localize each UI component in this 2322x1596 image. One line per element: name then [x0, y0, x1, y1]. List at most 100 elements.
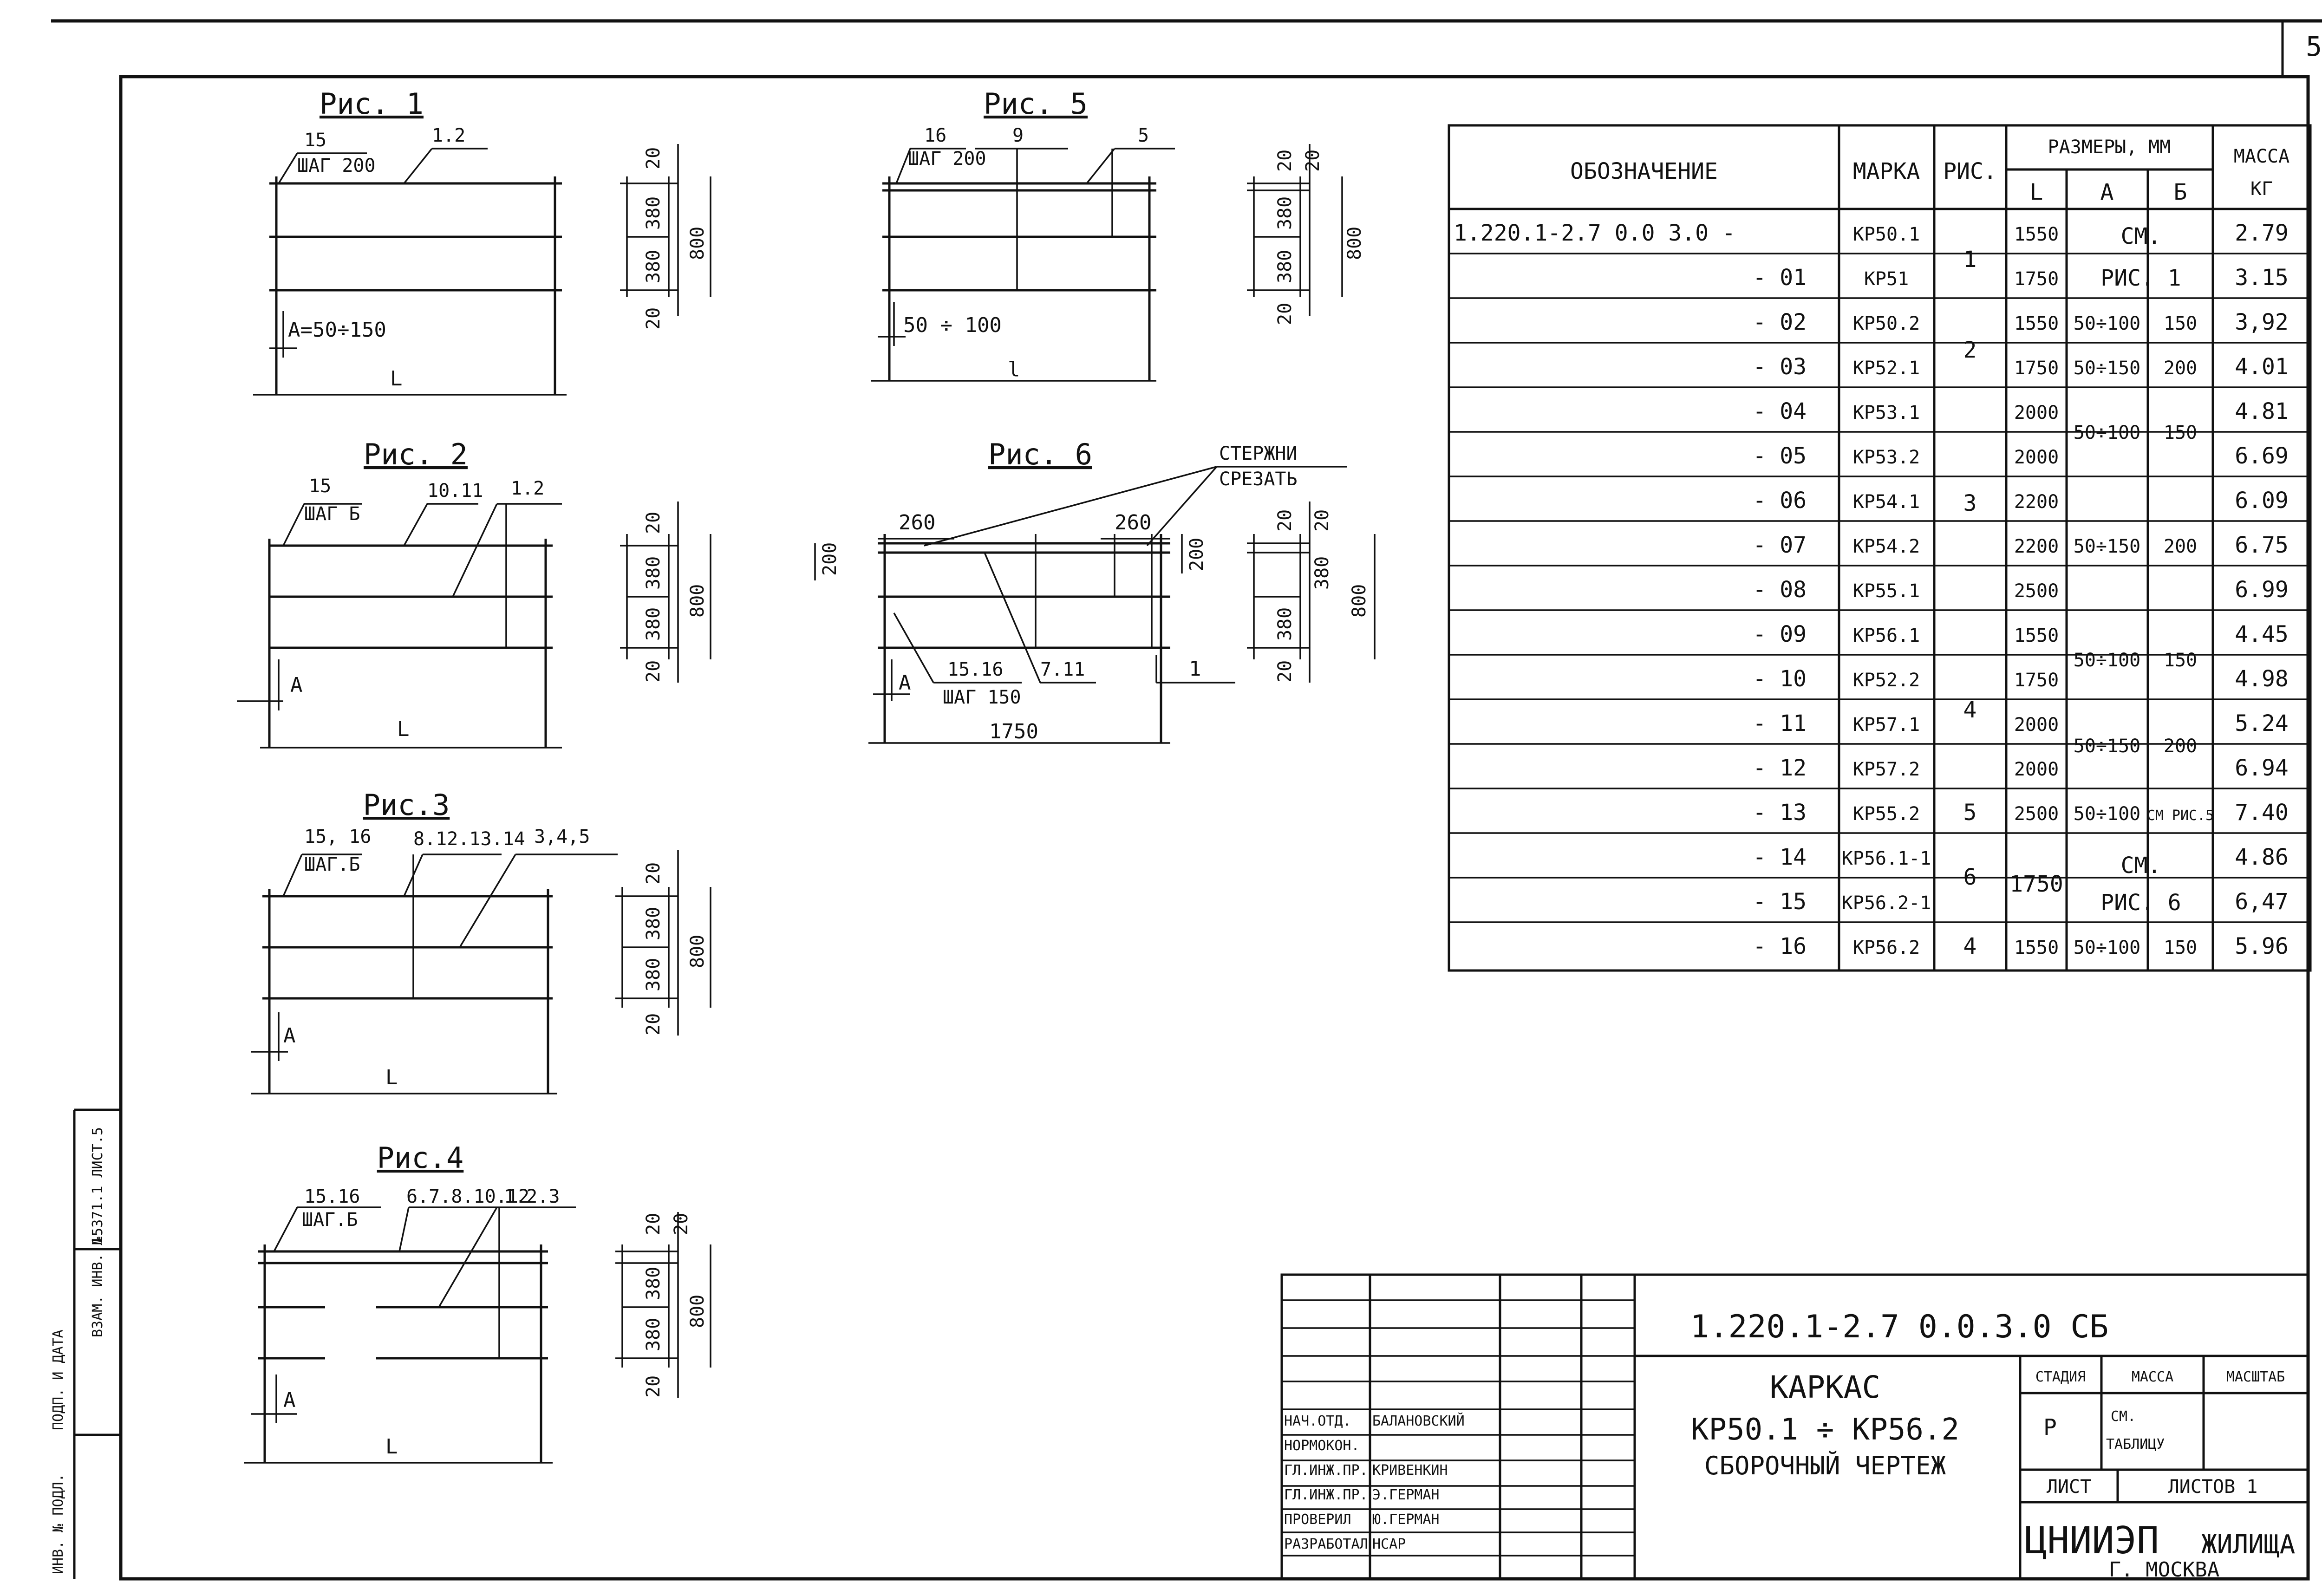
merged-fig-2: 2 — [1963, 337, 1977, 363]
staff-name: Э.ГЕРМАН — [1372, 1487, 1440, 1503]
figure-5-callout-c: 9 — [1012, 125, 1024, 146]
figure-3-callout-c: 8.12.13.14 — [413, 828, 525, 850]
mass-label: МАССА — [2132, 1369, 2173, 1385]
sheet-label: ЛИСТ — [2047, 1476, 2091, 1498]
figure-5: Рис. 5 16 ШАГ 200 9 5 50 ÷ 100 l 20 20 3… — [871, 87, 1365, 382]
figure-4-dim-2: 20 — [671, 1213, 692, 1235]
figure-5-dim-4: 380 — [1274, 250, 1296, 283]
row-mark: КР56.1-1 — [1842, 848, 1931, 869]
row-mark: КР55.2 — [1853, 803, 1920, 825]
figure-3-dim-1: 20 — [643, 862, 664, 885]
row-mark: КР52.2 — [1853, 670, 1920, 691]
row-designation: - 06 — [1753, 488, 1807, 514]
scale-label: МАСШТАБ — [2226, 1369, 2285, 1385]
col-header-mass-unit: КГ — [2250, 178, 2273, 200]
row-length: 2200 — [2014, 536, 2059, 557]
row-mass: 4.98 — [2235, 666, 2289, 692]
figure-1-dim-4: 20 — [643, 307, 664, 330]
row-b: 150 — [2164, 313, 2197, 334]
row-mass: 4.86 — [2235, 844, 2289, 870]
figure-5-dim-3: 380 — [1274, 196, 1296, 230]
row-length: 2500 — [2014, 803, 2059, 825]
side-stamp: ИНВ. № ПОДЛ. ПОДП. И ДАТА ВЗАМ. ИНВ. № 1… — [50, 1108, 121, 1579]
side-stamp-d: 15371.1 ЛИСТ.5 — [90, 1127, 106, 1244]
doc-code: 1.220.1-2.7 0.0.3.0 СБ — [1690, 1309, 2109, 1345]
staff-role: НАЧ.ОТД. — [1284, 1413, 1351, 1429]
figure-1-length: L — [390, 367, 403, 391]
row-designation: - 16 — [1753, 933, 1807, 959]
org-name-2: ЖИЛИЩА — [2201, 1530, 2295, 1560]
col-header-sizes: РАЗМЕРЫ, ММ — [2048, 137, 2171, 158]
row-length: 1550 — [2014, 313, 2059, 334]
figure-1-dim-5: 800 — [687, 227, 708, 260]
row-length: 2000 — [2014, 447, 2059, 468]
row-mark: КР56.1 — [1853, 625, 1920, 646]
row-mass: 6.99 — [2235, 577, 2289, 603]
figure-6-step: A — [899, 671, 911, 695]
row-mass: 2.79 — [2235, 220, 2289, 246]
merged-b-09-10: 150 — [2164, 650, 2197, 671]
sheets-label: ЛИСТОВ 1 — [2168, 1476, 2258, 1498]
row-b: 200 — [2164, 358, 2197, 379]
stage-label: СТАДИЯ — [2035, 1369, 2086, 1385]
figure-6: Рис. 6 260 260 СТЕРЖНИ СРЕЗАТЬ 200 200 1… — [814, 437, 1376, 744]
figure-2-callout-b: ШАГ Б — [304, 503, 360, 525]
row-mass: 3,92 — [2235, 309, 2289, 335]
row-mass: 4.45 — [2235, 621, 2289, 647]
figure-2-dim-2: 380 — [643, 556, 664, 590]
row-designation: - 13 — [1753, 800, 1807, 826]
row-fig: 5 — [1963, 800, 1977, 826]
figure-6-side-dim-b: 200 — [1186, 538, 1207, 571]
figure-4-dim-3: 380 — [643, 1267, 664, 1300]
row-length: 2500 — [2014, 580, 2059, 602]
row-mark: КР50.1 — [1853, 224, 1920, 245]
col-header-L: L — [2030, 179, 2043, 205]
figure-1-callout-c: 1.2 — [432, 125, 465, 146]
staff-role: НОРМОКОН. — [1284, 1438, 1360, 1454]
figure-3-callout-a: 15, 16 — [304, 826, 372, 847]
figure-3-length: L — [385, 1066, 398, 1089]
row-designation: - 11 — [1753, 710, 1807, 736]
figure-5-title: Рис. 5 — [984, 87, 1088, 121]
figure-5-length: l — [1008, 358, 1020, 381]
figure-6-callout-f: ШАГ 150 — [943, 687, 1021, 708]
row-mass: 5.24 — [2235, 710, 2289, 736]
merged-see-fig6-b: РИС. 6 — [2100, 890, 2181, 916]
row-designation: - 02 — [1753, 309, 1807, 335]
figure-6-dim-3: 380 — [1311, 556, 1333, 590]
figure-4-dim-1: 20 — [643, 1213, 664, 1235]
figure-4-step: A — [283, 1388, 296, 1412]
figure-1-callout-b: ШАГ 200 — [297, 155, 376, 176]
side-stamp-c: ВЗАМ. ИНВ. № — [90, 1237, 106, 1337]
figure-1-title: Рис. 1 — [320, 87, 424, 121]
frame — [119, 75, 2310, 1581]
figure-2-callout-d: 1.2 — [511, 478, 544, 499]
row-designation: - 05 — [1753, 443, 1807, 469]
product-name-1: КАРКАС — [1770, 1369, 1880, 1405]
row-mark: КР53.1 — [1853, 402, 1920, 423]
figure-2-length: L — [397, 717, 410, 741]
figure-6-callout-b: 260 — [1115, 511, 1151, 534]
row-length: 1550 — [2014, 224, 2059, 245]
row-a: 50÷100 — [2074, 313, 2141, 334]
merged-b-06-08: 200 — [2164, 536, 2197, 557]
figure-6-callout-a: 260 — [899, 511, 935, 534]
merged-b-04-05: 150 — [2164, 422, 2197, 443]
row-length: 2200 — [2014, 491, 2059, 513]
col-header-A: А — [2100, 179, 2114, 205]
merged-a-11-12: 50÷150 — [2074, 736, 2141, 757]
figure-2-callout-a: 15 — [309, 476, 331, 497]
figure-4-callout-b: ШАГ.Б — [302, 1209, 358, 1231]
row-mass: 6.94 — [2235, 755, 2289, 781]
staff-name: Ю.ГЕРМАН — [1372, 1511, 1440, 1528]
figure-6-dim-5: 20 — [1274, 660, 1296, 683]
mass-value-1: СМ. — [2111, 1408, 2136, 1425]
figure-2: Рис. 2 15 ШАГ Б 10.11 1.2 A L 20 380 380… — [237, 437, 711, 749]
figure-6-callout-g: 7.11 — [1040, 659, 1085, 680]
row-designation: - 14 — [1753, 844, 1807, 870]
org-name-1: ЦНИИЭП — [2025, 1519, 2159, 1562]
row-mark: КР56.2 — [1853, 937, 1920, 958]
row-a: 50÷100 — [2074, 803, 2141, 825]
